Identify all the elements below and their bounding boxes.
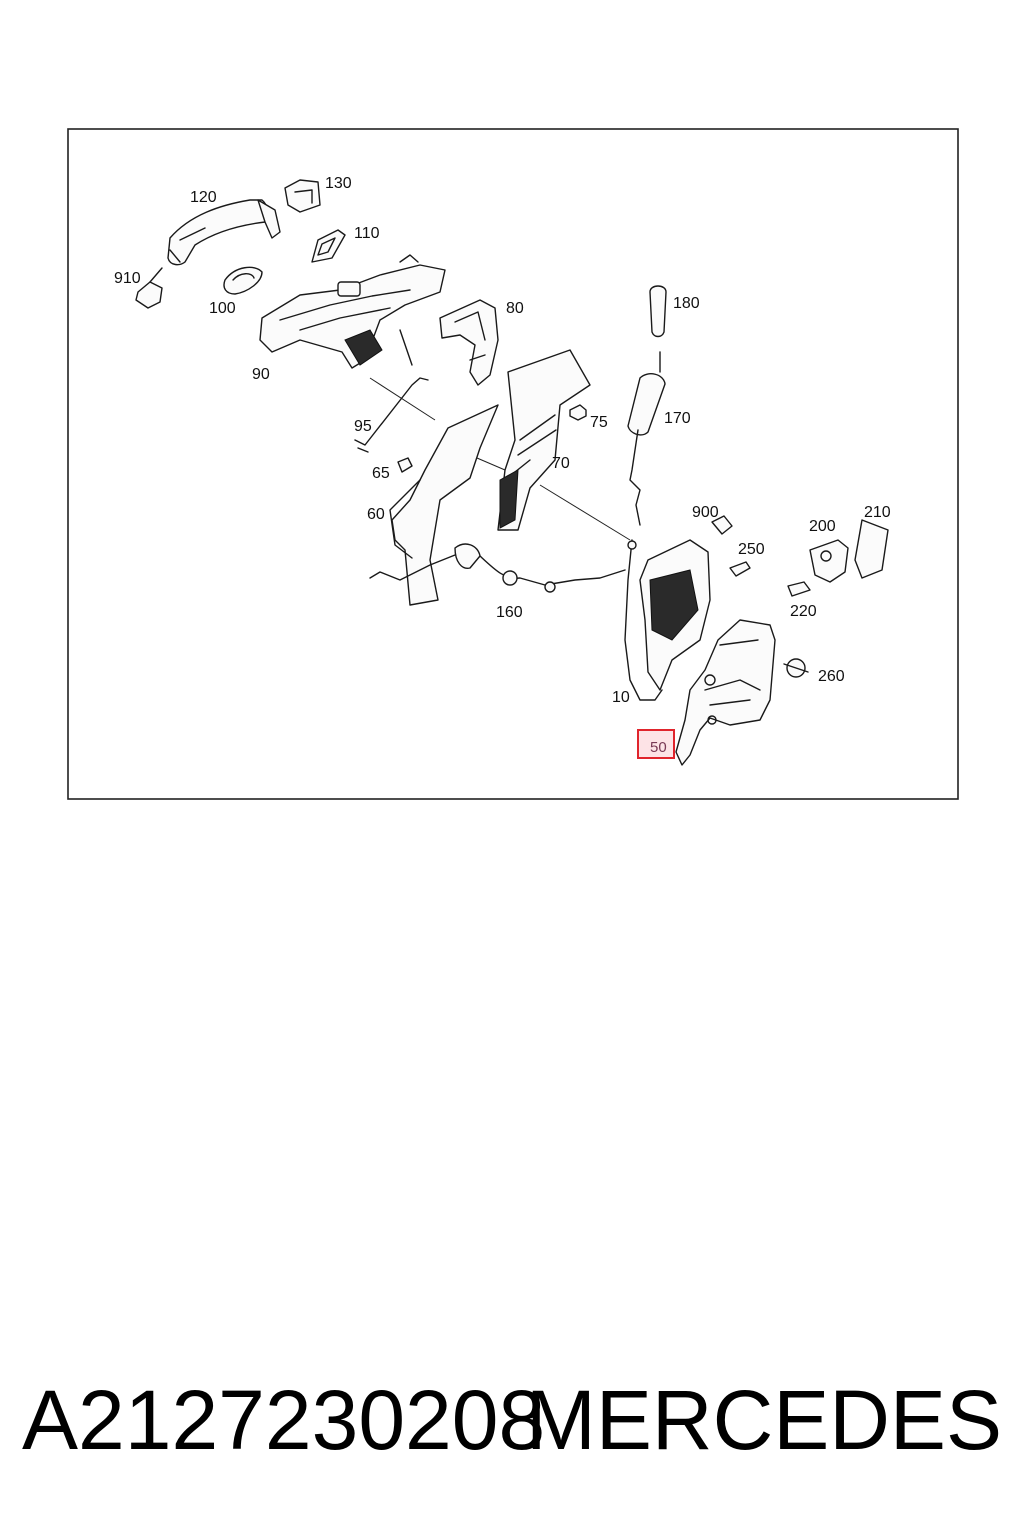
label-180: 180 — [673, 295, 700, 312]
part-70-trim-panel — [497, 349, 591, 531]
part-210-plate — [854, 519, 889, 579]
part-60-seal-shield — [389, 404, 499, 606]
label-80: 80 — [506, 300, 524, 317]
label-220: 220 — [790, 603, 817, 620]
part-110-gasket — [311, 229, 346, 263]
label-200: 200 — [809, 518, 836, 535]
part-160-cable — [369, 543, 626, 593]
brand-name: MERCEDES — [525, 1373, 1002, 1467]
label-10: 10 — [612, 689, 630, 706]
part-65-clip — [397, 457, 413, 473]
part-number: A2127230208 — [22, 1373, 546, 1467]
part-labels: 120 130 110 910 100 80 180 90 95 75 170 … — [114, 175, 891, 756]
highlight-box-part-50 — [637, 729, 675, 759]
part-910-clip — [135, 267, 163, 309]
label-90: 90 — [252, 366, 270, 383]
part-900-lock-module — [639, 515, 733, 691]
label-250: 250 — [738, 541, 765, 558]
part-180-plug — [649, 285, 667, 338]
part-90-handle-carrier — [259, 254, 446, 369]
label-210: 210 — [864, 504, 891, 521]
part-170-cable — [627, 351, 666, 526]
part-75-screw — [569, 404, 587, 421]
part-80-bracket — [439, 299, 499, 386]
label-170: 170 — [664, 410, 691, 427]
part-10-cable — [624, 539, 663, 701]
label-70: 70 — [552, 455, 570, 472]
part-100-seal — [223, 266, 263, 295]
label-110: 110 — [354, 225, 380, 242]
part-120-door-handle — [167, 199, 281, 266]
part-200-striker — [809, 539, 849, 583]
label-910: 910 — [114, 270, 141, 287]
part-130-cover-cap — [284, 179, 321, 213]
label-260: 260 — [818, 668, 845, 685]
footer: A2127230208 MERCEDES — [0, 1370, 1024, 1480]
label-130: 130 — [325, 175, 352, 192]
part-95-rod — [354, 329, 429, 453]
label-120: 120 — [190, 189, 217, 206]
part-220-screw — [787, 581, 811, 597]
label-160: 160 — [496, 604, 523, 621]
part-250-screw — [729, 561, 751, 577]
label-65: 65 — [372, 465, 390, 482]
part-50-lock-housing — [675, 619, 776, 766]
label-900: 900 — [692, 504, 719, 521]
label-75: 75 — [590, 414, 608, 431]
label-60: 60 — [367, 506, 385, 523]
label-50: 50 — [650, 739, 667, 756]
label-100: 100 — [209, 300, 236, 317]
label-95: 95 — [354, 418, 372, 435]
part-260-bolt — [783, 658, 809, 678]
